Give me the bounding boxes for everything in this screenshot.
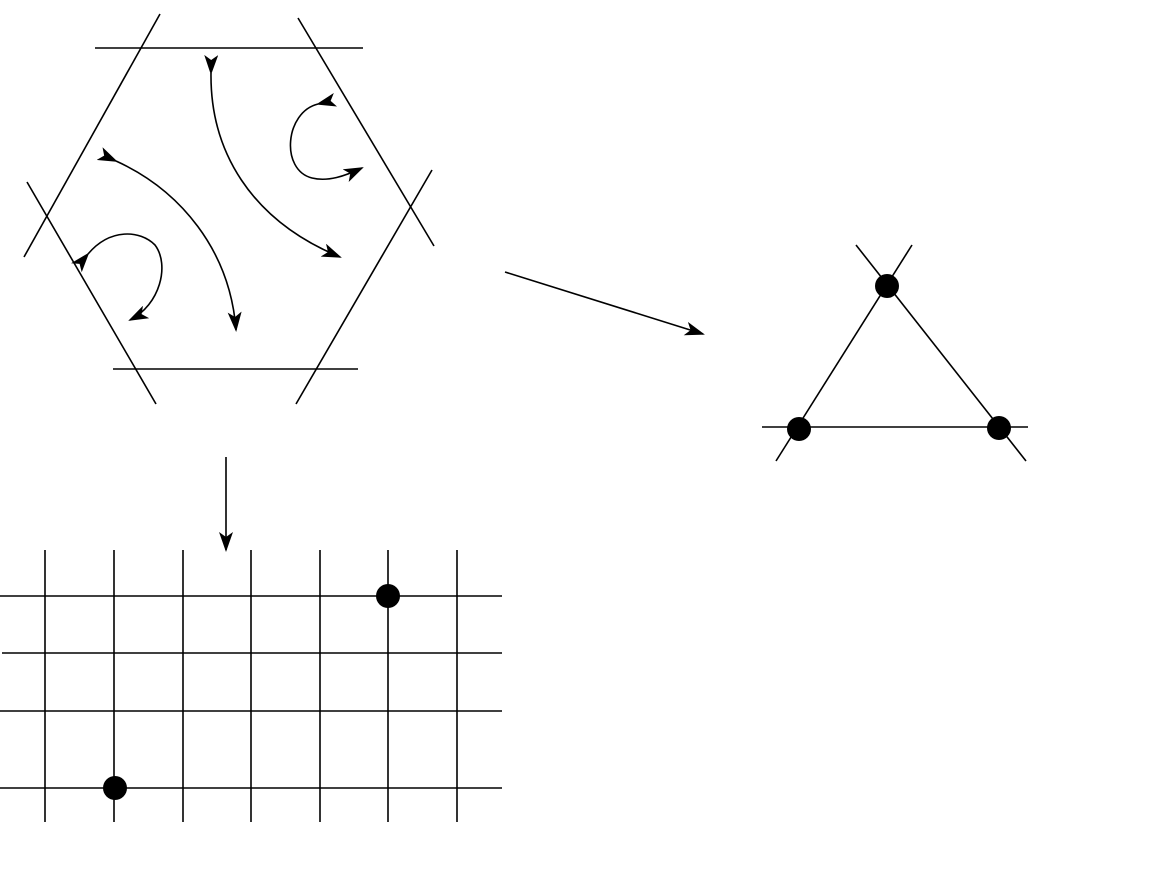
arrow-right-icon [504,271,705,336]
hexagon-line-lower-right [295,169,433,405]
grid-node-bottom-left [103,776,127,800]
grid-node-top-right [376,584,400,608]
triangle-node-right [987,416,1011,440]
triangle-node-top [875,274,899,298]
square-grid [0,550,502,822]
triangle-node-left [787,417,811,441]
curved-arrow-center-right [204,54,342,258]
curved-arrow-bottom-left [71,233,163,321]
hexagon-lines [23,13,435,405]
triangle-graph [762,244,1028,462]
hexagon-line-lower-left [26,181,157,405]
hexagon-inner-arrows [71,54,364,332]
curved-arrow-top-right [289,92,364,182]
hexagon-line-upper-left [23,13,161,258]
curved-arrow-center-left [96,147,242,332]
hexagon-line-upper-right [297,17,435,247]
